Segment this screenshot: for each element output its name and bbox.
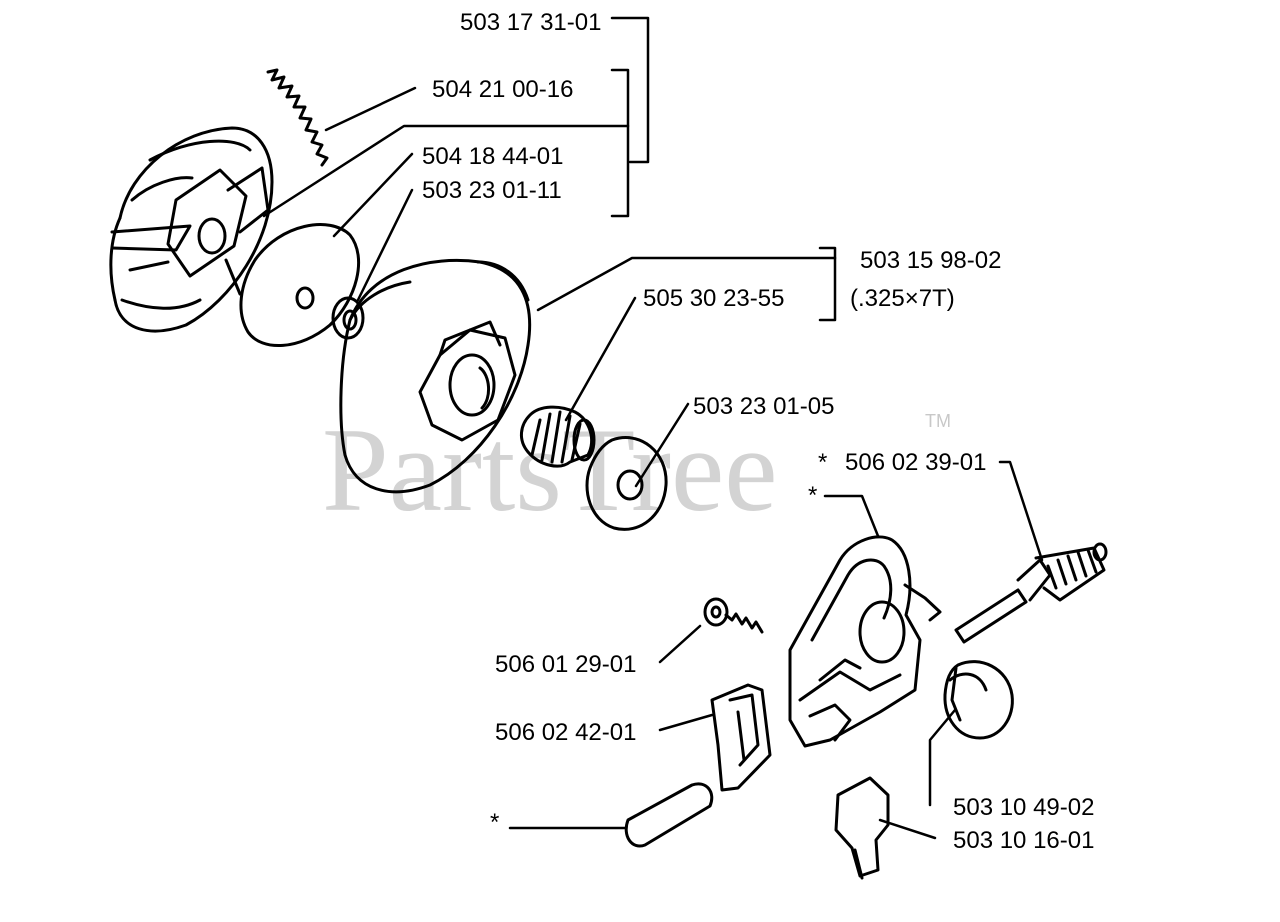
label-503-23-01-11: 503 23 01-11 — [422, 177, 562, 204]
clutch-assembly — [109, 126, 274, 333]
adjusting-screw — [703, 597, 764, 634]
label-asterisk-3: * — [490, 809, 499, 836]
label-503-15-98-02: 503 15 98-02 — [860, 247, 1001, 274]
washer-large — [585, 436, 668, 531]
needle-bearing — [520, 405, 596, 468]
leader-plate — [332, 152, 414, 238]
bracket-503-17-31-01 — [610, 16, 650, 164]
watermark-text: PartsTree — [322, 403, 778, 536]
leader-gear — [928, 708, 957, 807]
leader-cover — [658, 713, 714, 732]
label-503-23-01-05: 503 23 01-05 — [693, 393, 834, 420]
clutch-spring — [266, 68, 329, 167]
label-505-30-23-55: 505 30 23-55 — [643, 285, 784, 312]
label-asterisk-1: * — [818, 449, 827, 476]
drive-gear — [943, 660, 1014, 740]
label-506-02-39-01: 506 02 39-01 — [845, 449, 986, 476]
bracket-503-15-98-02 — [818, 246, 837, 322]
washer-small — [331, 296, 365, 340]
label-503-17-31-01: 503 17 31-01 — [460, 9, 601, 36]
pin — [624, 782, 714, 848]
label-503-10-49-02: 503 10 49-02 — [953, 794, 1094, 821]
leader-worm-shaft — [998, 460, 1044, 562]
bracket-504-21-00-16 — [610, 68, 630, 218]
leader-bearing — [564, 296, 637, 422]
leader-housing — [823, 494, 880, 538]
oil-pump-housing — [788, 535, 942, 748]
pump-cover — [710, 683, 772, 792]
leader-spring — [324, 86, 417, 132]
worm-shaft — [954, 542, 1108, 644]
pump-nozzle — [834, 776, 890, 880]
label-504-21-00-16: 504 21 00-16 — [432, 76, 573, 103]
clutch-drum — [339, 258, 532, 494]
leader-clutch — [262, 124, 630, 218]
label-sprocket-spec: (.325×7T) — [850, 285, 955, 312]
label-503-10-16-01: 503 10 16-01 — [953, 827, 1094, 854]
label-504-18-44-01: 504 18 44-01 — [422, 143, 563, 170]
leader-washer-large — [634, 402, 690, 488]
leader-drum — [536, 256, 837, 312]
leader-washer — [356, 188, 414, 302]
leader-screw — [658, 624, 702, 664]
leader-nozzle — [878, 818, 937, 840]
watermark-trademark: TM — [925, 411, 951, 431]
label-asterisk-2: * — [808, 482, 817, 509]
label-506-01-29-01: 506 01 29-01 — [495, 651, 636, 678]
label-506-02-42-01: 506 02 42-01 — [495, 719, 636, 746]
